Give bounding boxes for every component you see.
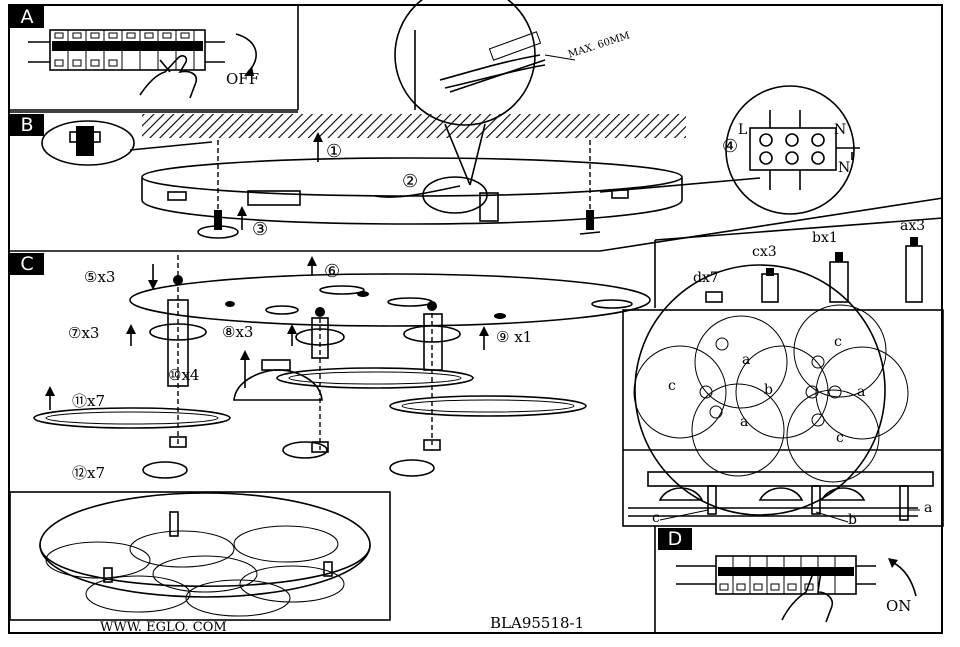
layout-letter-2: c: [834, 334, 842, 350]
off-label: OFF: [226, 70, 260, 88]
panel-c-label: C: [10, 253, 44, 275]
panel-c-rods: [167, 255, 443, 453]
live-label: L: [738, 122, 748, 138]
panel-b-label: B: [10, 114, 44, 136]
document-code: BLA95518-1: [490, 614, 585, 632]
layout-letter-7: c: [836, 430, 844, 446]
dowel-zoom-bubble: [41, 120, 213, 166]
panel-b-screw-lines: [214, 140, 601, 235]
assembled-lamp-box: [9, 491, 391, 621]
step-11-label: ⑪x7: [72, 392, 106, 410]
part-a-count: ax3: [900, 218, 926, 234]
panel-c-arrows: [45, 256, 489, 479]
ceiling-hatch: [142, 114, 686, 138]
panel-b-lamp-body: [141, 157, 683, 225]
panel-a-label: A: [10, 6, 44, 28]
arrow-up-icon: [237, 132, 323, 230]
step-1-label: ①: [326, 141, 343, 162]
on-label: ON: [886, 597, 912, 615]
layout-letter-6: a: [740, 414, 749, 430]
panel-c-glass-discs: [33, 367, 587, 429]
panel-d-breaker-icon: [676, 555, 876, 595]
step-3-label: ③: [252, 219, 269, 240]
layout-box: [622, 264, 944, 527]
panel-a-box: [8, 4, 299, 111]
part-c-count: cx3: [752, 244, 777, 260]
step-7-label: ⑦x3: [68, 324, 100, 342]
panel-d-rotate-arrow-icon: [888, 558, 917, 597]
layout-letter-4: b: [764, 382, 773, 398]
panel-a-hand-icon: [139, 55, 198, 99]
step-9-label: ⑨ x1: [496, 328, 533, 346]
wire-zoom-bubble: [394, 0, 576, 186]
rotate-circle-icon: [197, 225, 239, 239]
part-b-count: bx1: [812, 230, 838, 246]
side-letter-a: a: [924, 500, 933, 516]
parts-box: [654, 217, 944, 308]
neutral-label-top: N: [834, 122, 847, 138]
step-5-label: ⑤x3: [84, 268, 116, 286]
side-letter-c: c: [652, 510, 660, 526]
panel-b-divider: [8, 111, 944, 252]
part-d-count: dx7: [693, 270, 719, 286]
step-12-label: ⑫x7: [72, 464, 106, 482]
panel-c-bulb-icon: [233, 359, 323, 401]
neutral-label-bottom: N: [838, 160, 851, 176]
sheet-frame: [8, 4, 943, 634]
step-4-label: ④: [722, 136, 739, 157]
panel-a-rotate-arrow-icon: [235, 33, 257, 76]
step-8-label: ⑧x3: [222, 323, 254, 341]
terminal-zoom-bubble: [599, 85, 860, 215]
layout-letter-5: a: [857, 384, 866, 400]
panel-d-label: D: [658, 528, 692, 550]
side-letter-b: b: [848, 512, 857, 528]
layout-letter-3: c: [668, 378, 676, 394]
website-label: WWW. EGLO. COM: [100, 620, 227, 635]
step-2-label: ②: [402, 171, 419, 192]
step-10-label: ⑩x4: [168, 366, 200, 384]
panel-a-breaker-icon: [28, 29, 225, 71]
panel-d-hand-icon: [781, 571, 834, 623]
panel-c-lamp-plate: [129, 273, 651, 327]
layout-letter-1: a: [742, 352, 751, 368]
step-6-label: ⑥: [324, 261, 341, 282]
